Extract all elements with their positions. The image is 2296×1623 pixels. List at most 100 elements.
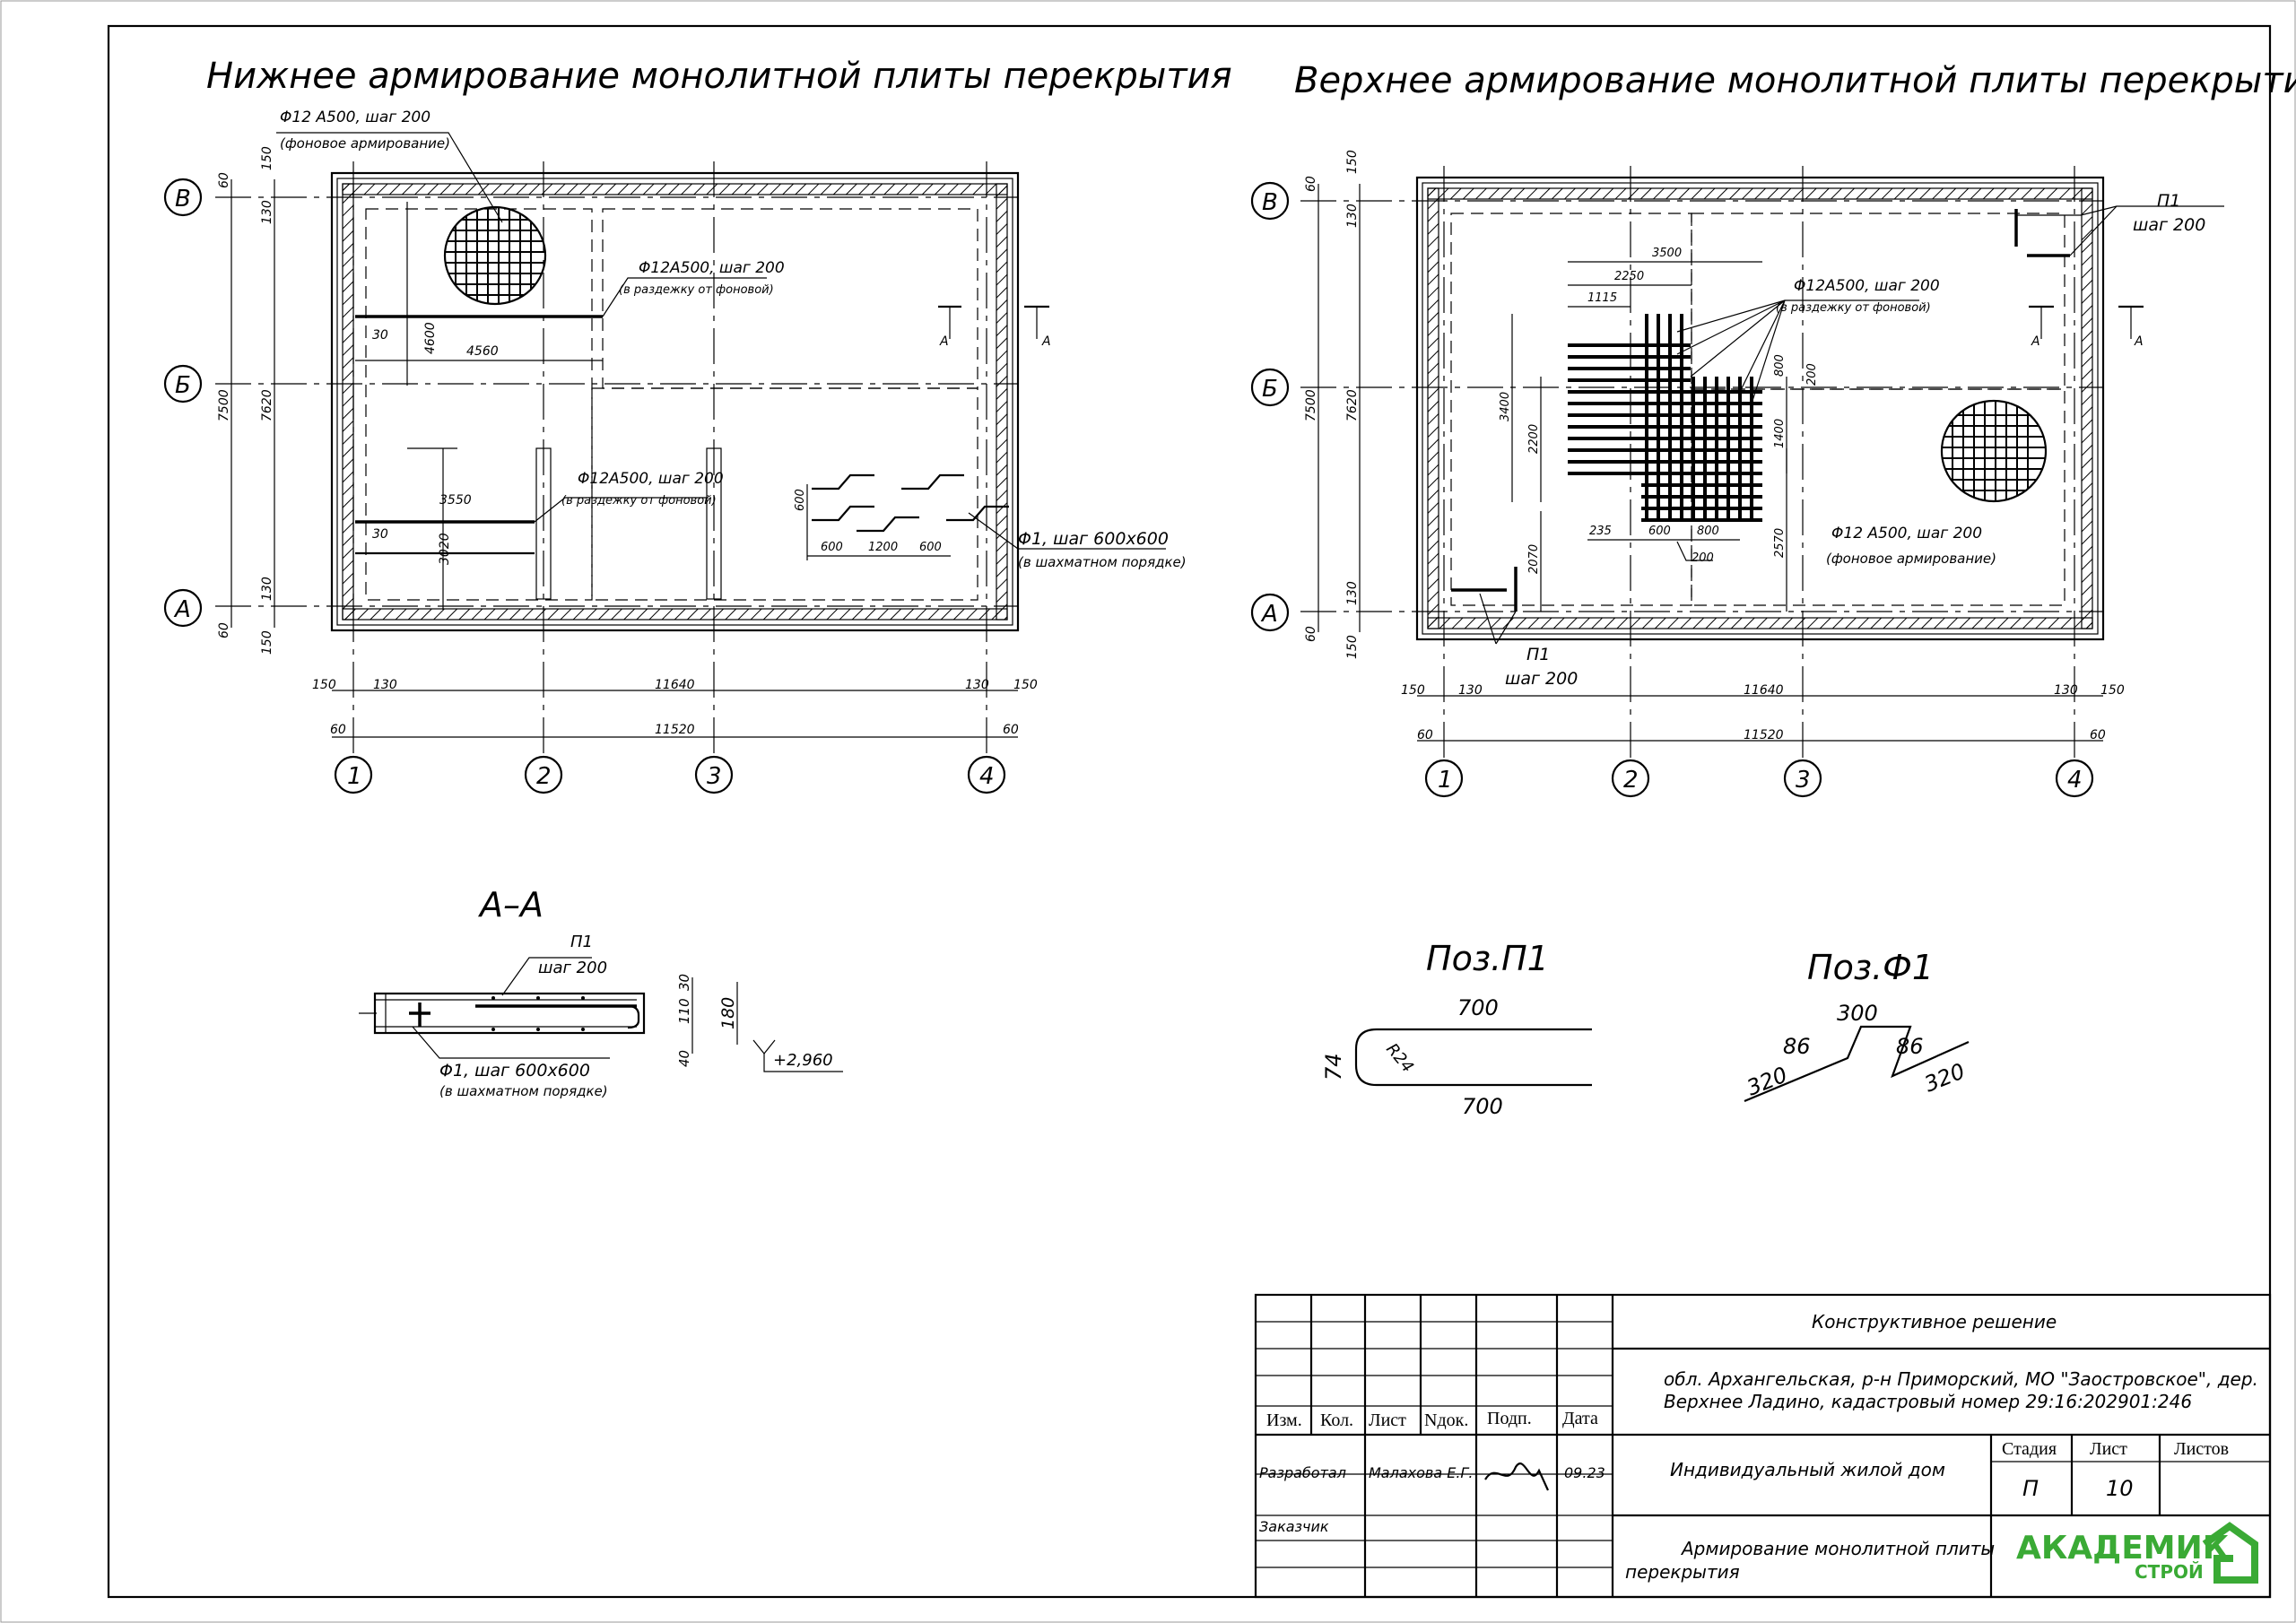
axis-marker-4 xyxy=(967,755,1006,794)
svg-text:130: 130 xyxy=(1345,204,1360,228)
svg-text:130: 130 xyxy=(965,678,989,692)
svg-text:150: 150 xyxy=(1401,683,1425,698)
p1-len-bottom: 700 xyxy=(1462,1094,1503,1119)
dim-11640-l: 11640 xyxy=(655,678,695,692)
axis-marker-a xyxy=(163,588,203,628)
stage-label: Стадия xyxy=(2002,1439,2057,1459)
construction-section: Конструктивное решение xyxy=(1812,1311,2057,1332)
top-plan-title: Верхнее армирование монолитной плиты пер… xyxy=(1294,60,2296,101)
axis-marker-3 xyxy=(694,755,734,794)
dim-3020: 3020 xyxy=(438,533,452,565)
dim-1200: 1200 xyxy=(868,541,898,554)
dim-7500-l: 7500 xyxy=(217,389,231,421)
svg-text:150: 150 xyxy=(1345,150,1360,174)
f1-b2: 86 xyxy=(1896,1034,1924,1059)
svg-text:1: 1 xyxy=(1438,767,1453,794)
f1-l2: 320 xyxy=(1921,1058,1969,1097)
section-slab xyxy=(373,992,646,1035)
stage-value: П xyxy=(2022,1476,2039,1501)
svg-text:150: 150 xyxy=(312,678,336,692)
svg-text:30: 30 xyxy=(676,974,692,991)
edge-hatch-left xyxy=(342,183,354,621)
svg-text:130: 130 xyxy=(2054,683,2078,698)
extra-rebar-label-1: Φ12A500, шаг 200 xyxy=(639,259,785,277)
top-extra-rebar-note: (в раздежку от фоновой) xyxy=(1776,301,1931,315)
svg-text:150: 150 xyxy=(2100,683,2125,698)
svg-text:4: 4 xyxy=(2067,767,2083,794)
mesh-detail-bottom xyxy=(443,205,547,306)
dim-3550: 3550 xyxy=(439,493,472,508)
extra-rebar-note-2: (в раздежку от фоновой) xyxy=(561,494,717,508)
f1-l1: 320 xyxy=(1744,1062,1791,1100)
section-a-a: А–А П1 шаг 200 Φ1, шаг 600х600 (в шахмат… xyxy=(359,885,843,1099)
dim-3500: 3500 xyxy=(1652,247,1682,260)
section-mark-a2: А xyxy=(1041,334,1051,349)
top-extra-mesh xyxy=(1568,314,1762,522)
dim-2070: 2070 xyxy=(1527,544,1541,574)
svg-text:А: А xyxy=(2031,334,2040,349)
svg-text:Б: Б xyxy=(1262,376,1278,403)
axis-marker-2-top xyxy=(1611,759,1650,798)
svg-text:3: 3 xyxy=(1796,767,1811,794)
f1-bar-shape xyxy=(1744,1025,1970,1103)
section-title: А–А xyxy=(477,885,544,924)
f1-label: Φ1, шаг 600х600 xyxy=(1018,529,1169,549)
svg-text:В: В xyxy=(1262,189,1278,216)
svg-text:60: 60 xyxy=(2090,728,2106,742)
axis-marker-v xyxy=(163,178,203,217)
extra-rebar-label-2: Φ12A500, шаг 200 xyxy=(578,470,724,488)
svg-text:60: 60 xyxy=(1304,176,1318,192)
dim-2200: 2200 xyxy=(1527,424,1541,454)
section-p1-step: шаг 200 xyxy=(538,959,607,977)
dim-600-a: 600 xyxy=(821,541,843,554)
section-f1-label: Φ1, шаг 600х600 xyxy=(439,1061,590,1081)
svg-text:130: 130 xyxy=(373,678,397,692)
dim-7620-r: 7620 xyxy=(1345,389,1360,421)
bg-rebar-label-top: Φ12 A500, шаг 200 xyxy=(1831,525,1982,542)
svg-text:А: А xyxy=(1260,601,1278,628)
developed-label: Разработал xyxy=(1259,1464,1346,1481)
svg-text:А: А xyxy=(2134,334,2144,349)
dim-600-v: 600 xyxy=(794,489,807,511)
svg-text:2: 2 xyxy=(536,763,552,790)
axis-marker-4-top xyxy=(2055,759,2094,798)
logo-subtext: СТРОЙ xyxy=(2135,1561,2204,1583)
p1-bar-shape xyxy=(1354,1028,1592,1087)
sheet-title-2: перекрытия xyxy=(1625,1561,1740,1583)
p1-len-top: 700 xyxy=(1457,995,1499,1020)
dim-1400: 1400 xyxy=(1773,419,1787,448)
bg-rebar-note-top: (фоновое армирование) xyxy=(1826,551,1996,567)
svg-text:60: 60 xyxy=(1304,626,1318,642)
company-logo: АКАДЕМИК СТРОЙ xyxy=(2016,1522,2258,1584)
bottom-plan-title: Нижнее армирование монолитной плиты пере… xyxy=(206,56,1232,97)
dim-200-h: 200 xyxy=(1692,551,1714,565)
edge-hatch-right xyxy=(996,183,1008,621)
f1-note: (в шахматном порядке) xyxy=(1018,554,1187,570)
dim-800-h: 800 xyxy=(1697,525,1719,538)
svg-text:130: 130 xyxy=(260,577,274,601)
dim-110: 110 xyxy=(676,998,692,1024)
section-p1-label: П1 xyxy=(570,933,593,951)
dim-180: 180 xyxy=(718,997,738,1029)
dim-800-v: 800 xyxy=(1773,354,1787,377)
p1-height: 74 xyxy=(1321,1053,1346,1081)
axis-marker-1 xyxy=(334,755,373,794)
svg-text:150: 150 xyxy=(260,146,274,170)
svg-text:130: 130 xyxy=(260,200,274,224)
dim-11640-r: 11640 xyxy=(1744,683,1784,698)
bg-rebar-label: Φ12 A500, шаг 200 xyxy=(280,108,430,126)
axis-marker-a-top xyxy=(1250,593,1290,632)
sign-date: 09.23 xyxy=(1564,1464,1605,1481)
sheet-frame xyxy=(107,24,2272,1599)
dim-2250: 2250 xyxy=(1614,270,1644,283)
address-line-2: Верхнее Ладино, кадастровый номер 29:16:… xyxy=(1664,1391,2192,1412)
edge-hatch-bottom xyxy=(342,608,1008,621)
svg-text:60: 60 xyxy=(1003,723,1019,737)
axis-marker-2 xyxy=(524,755,563,794)
header-ndok: Nдок. xyxy=(1424,1410,1468,1430)
pos-p1-detail: Поз.П1 700 700 74 R24 xyxy=(1321,939,1592,1119)
pos-p1-title: Поз.П1 xyxy=(1426,939,1549,978)
dim-600-b: 600 xyxy=(919,541,942,554)
